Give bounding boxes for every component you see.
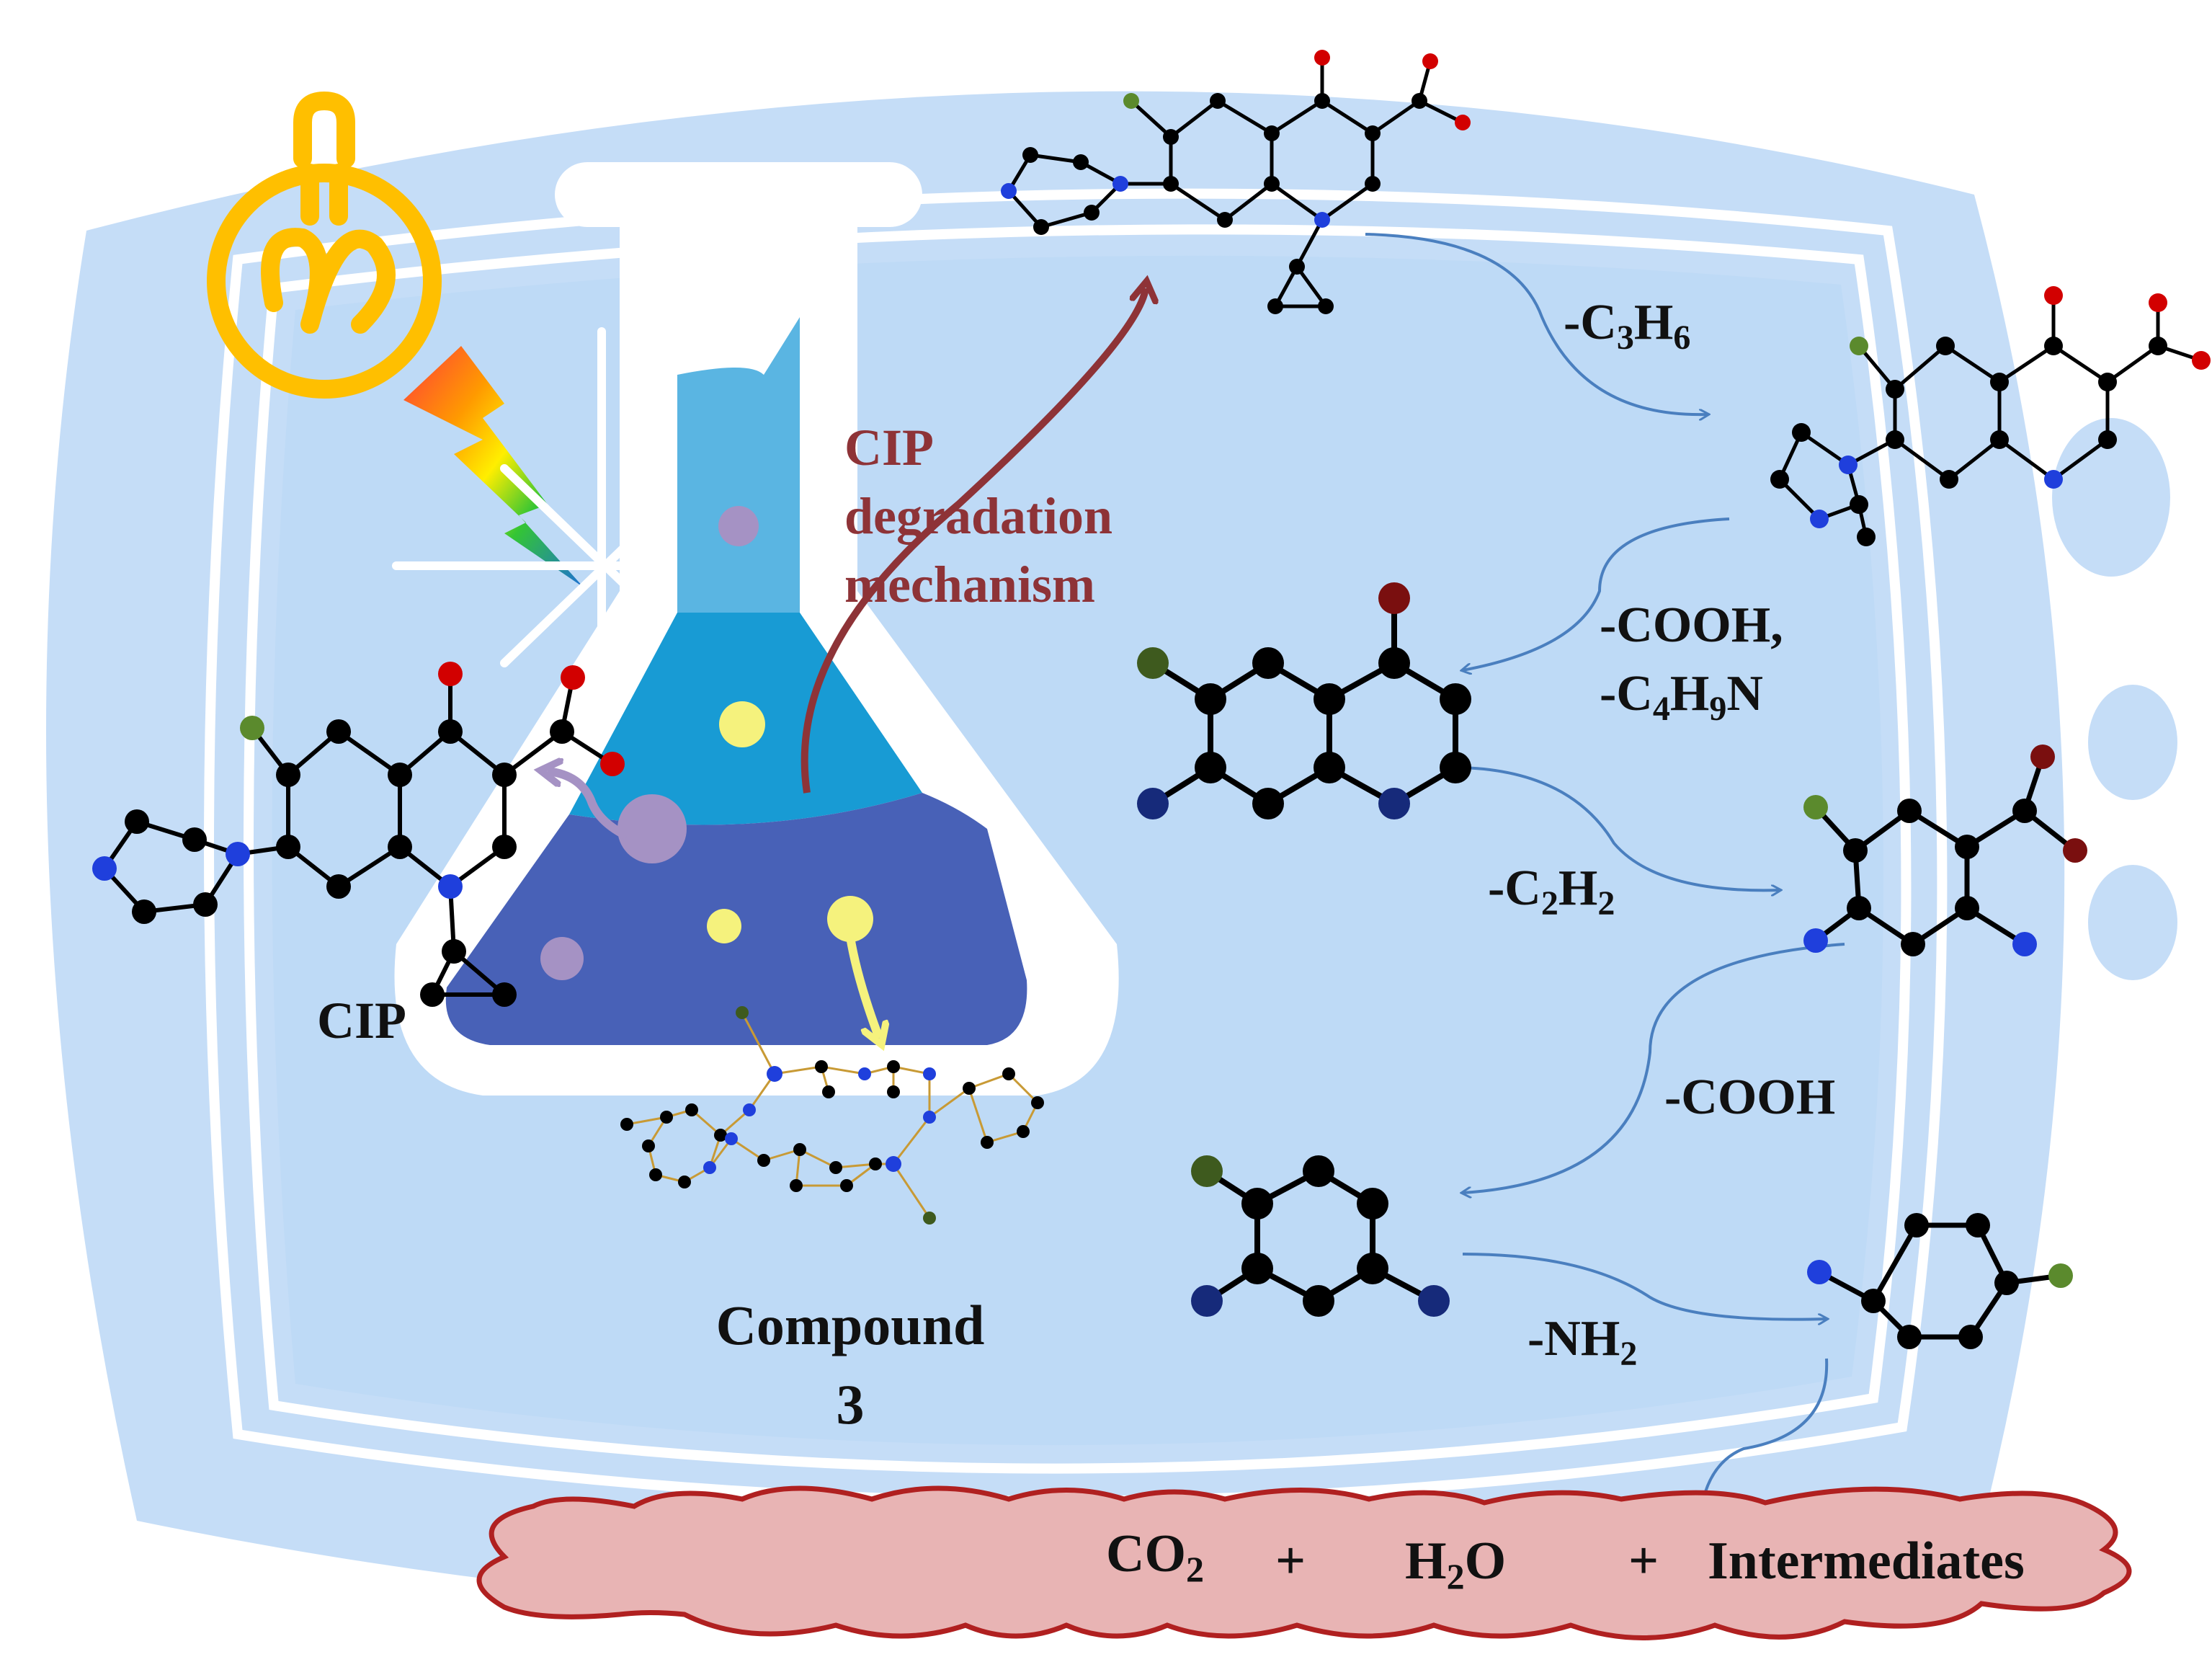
red-mechanism-arrow <box>800 288 1146 794</box>
arrow-step-6 <box>1700 1358 1829 1514</box>
step-2-label-line-2: -C4H9N <box>1600 666 1763 728</box>
molecule-intermediate-6 <box>1807 1213 2073 1349</box>
mechanism-line-1: CIP <box>844 419 934 476</box>
purple-arrow <box>548 771 629 840</box>
molecule-intermediate-2 <box>1770 286 2211 546</box>
cip-label: CIP <box>317 992 406 1049</box>
molecule-compound-3 <box>620 1006 1044 1225</box>
step-4-label: -COOH <box>1664 1070 1835 1125</box>
tv-frame-inner-line <box>204 188 1948 1506</box>
conical-flask-icon <box>394 162 1119 1096</box>
tv-knob-3 <box>2088 865 2177 980</box>
arrow-step-5 <box>1462 1253 1827 1320</box>
step-3-label: -C2H2 <box>1488 861 1615 923</box>
yellow-arrow <box>846 936 879 1038</box>
compound-number: 3 <box>837 1373 865 1436</box>
step-5-label: -NH2 <box>1528 1311 1637 1373</box>
molecule-intermediate-1 <box>1001 50 1471 314</box>
product-plus-2: + <box>1628 1532 1659 1591</box>
tv-frame-inner-line-2 <box>244 224 1912 1474</box>
step-2-label-line-1: -COOH, <box>1600 597 1783 653</box>
molecule-intermediate-4 <box>1803 745 2087 956</box>
molecule-intermediate-3 <box>1137 582 1471 819</box>
light-bulb-icon <box>207 92 442 399</box>
tv-knob-2 <box>2088 685 2177 800</box>
step-1-label: -C3H6 <box>1564 295 1690 357</box>
molecule-intermediate-5 <box>1191 1155 1450 1317</box>
product-intermediates: Intermediates <box>1708 1532 2025 1591</box>
molecule-cip <box>92 662 625 1007</box>
molecules-layer <box>92 50 2211 1349</box>
product-h2o: H2O <box>1405 1532 1506 1596</box>
arrow-step-1 <box>1365 233 1708 414</box>
arrow-step-3 <box>1462 766 1780 890</box>
arrow-step-2 <box>1463 517 1730 670</box>
product-plus-1: + <box>1275 1532 1306 1591</box>
mechanism-line-3: mechanism <box>844 556 1095 613</box>
mechanism-line-2: degradation <box>844 487 1112 545</box>
product-co2: CO2 <box>1106 1524 1204 1589</box>
lightning-bolt-icon <box>403 346 584 587</box>
flask-liquid-top <box>677 317 800 613</box>
compound-label: Compound <box>716 1294 985 1356</box>
products-cloud <box>476 1485 2132 1640</box>
arrow-step-4 <box>1463 943 1845 1193</box>
